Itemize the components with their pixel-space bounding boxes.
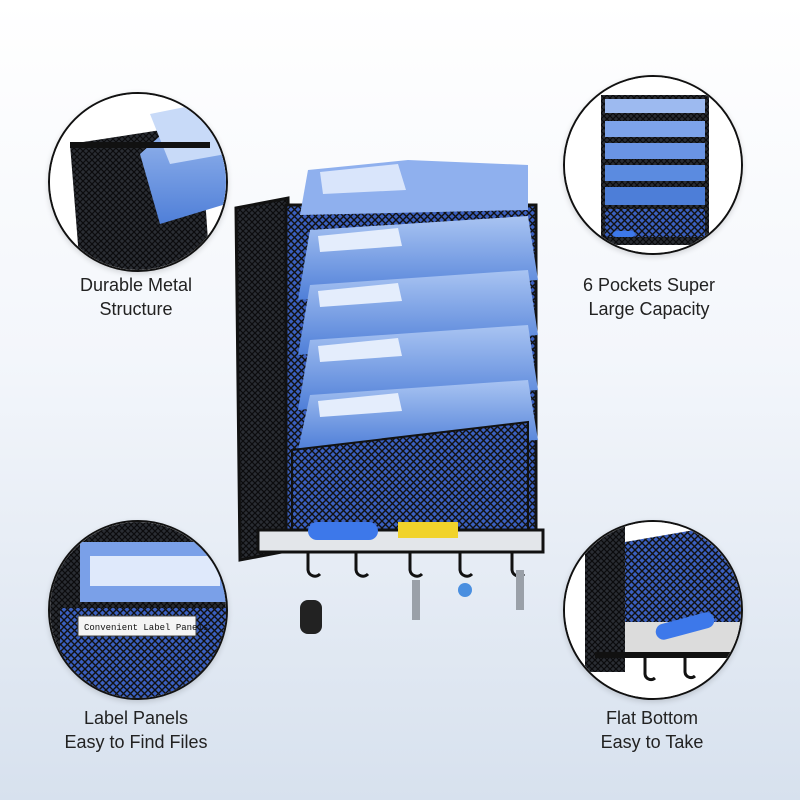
key [412,580,420,620]
caption-metal-line2: Structure [99,299,173,319]
label-panel-text: Convenient Label Panels [84,623,208,633]
key-hooks [306,552,526,578]
blue-pen-case [308,522,378,540]
flat-bottom-closeup-icon [565,522,741,698]
feature-circle-label: Convenient Label Panels [48,520,228,700]
caption-flat-bottom: Flat Bottom Easy to Take [532,706,772,754]
key-fob [300,600,322,634]
feature-circle-flat-bottom [563,520,743,700]
caption-pockets-line2: Large Capacity [588,299,710,319]
key [516,570,524,610]
label-panel-closeup-icon: Convenient Label Panels [50,522,226,698]
key-tag [458,583,472,597]
feature-circle-pockets [563,75,743,255]
feature-circle-metal [48,92,228,272]
caption-label-line1: Label Panels [83,708,189,728]
file-organizer-product-image [234,160,545,634]
caption-metal: Durable Metal Structure [16,273,256,321]
pockets-closeup-icon [565,77,741,253]
caption-pockets: 6 Pockets Super Large Capacity [529,273,769,321]
caption-pockets-line1: 6 Pockets Super [582,275,716,295]
caption-flat-bottom-line1: Flat Bottom [605,708,699,728]
caption-label: Label Panels Easy to Find Files [16,706,256,754]
caption-flat-bottom-line2: Easy to Take [600,732,704,752]
metal-mesh-closeup-icon [50,94,226,270]
sticky-notes [398,522,458,538]
caption-metal-line1: Durable Metal [79,275,193,295]
caption-label-line2: Easy to Find Files [64,732,208,752]
